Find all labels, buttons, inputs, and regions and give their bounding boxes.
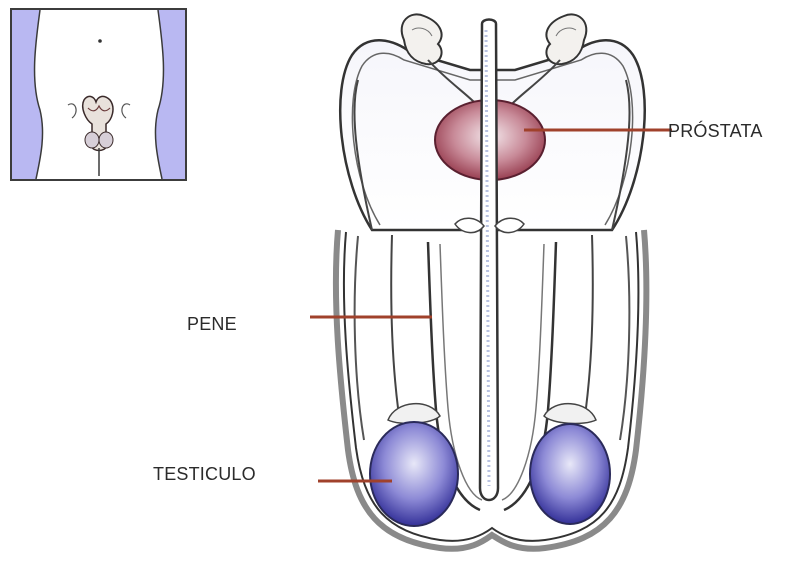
- testicle-left: [370, 422, 458, 526]
- navel-dot: [98, 39, 102, 43]
- vas-deferens-left: [391, 235, 398, 408]
- epididymis-left: [388, 404, 440, 424]
- vas-deferens-right: [586, 235, 593, 408]
- urethra: [480, 20, 498, 501]
- label-testicle: TESTICULO: [153, 464, 256, 484]
- reproductive-anatomy: [336, 14, 647, 548]
- epididymis-right: [544, 404, 596, 424]
- testicle-right: [530, 424, 610, 524]
- label-penis: PENE: [187, 314, 237, 334]
- label-prostate: PRÓSTATA: [668, 120, 763, 141]
- inset-body-thumbnail: [11, 9, 186, 180]
